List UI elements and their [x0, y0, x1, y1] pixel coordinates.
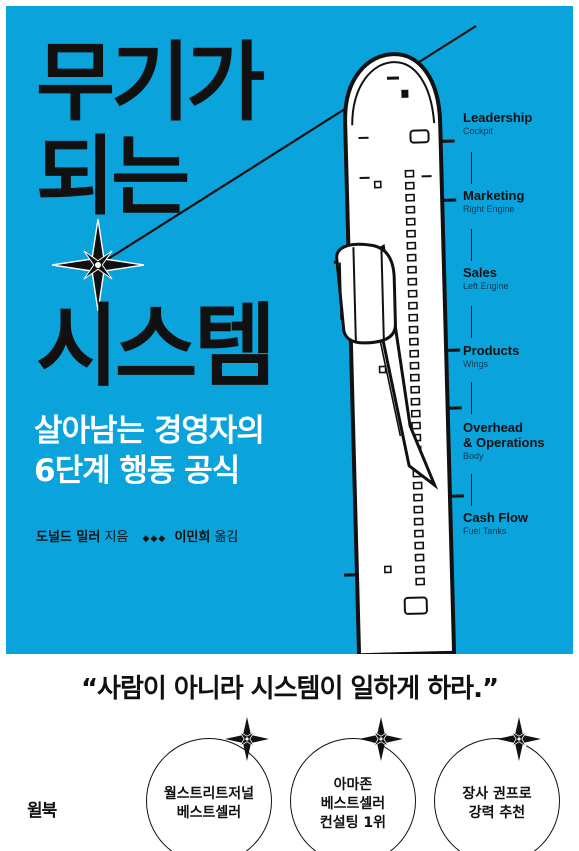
component-sales: Sales Left Engine [463, 265, 509, 292]
component-title: Sales [463, 265, 497, 280]
connector-line [471, 306, 472, 338]
publisher-logo: 윌북 [27, 801, 57, 821]
book-title-line-3: 시스템 [36, 294, 276, 399]
component-overhead-operations: Overhead & Operations Body [463, 420, 545, 462]
badge-text: 장사 권프로 강력 추천 [462, 786, 532, 821]
book-subtitle-line-1: 살아남는 경영자의 [34, 413, 265, 449]
badge-recommendation: 장사 권프로 강력 추천 [434, 738, 560, 851]
credits: 도널드 밀러 지음 ◆◆◆ 이민희 옮김 [36, 526, 238, 545]
connector-line [471, 382, 472, 414]
component-products: Products Wings [463, 343, 519, 370]
component-subtitle: Cockpit [463, 126, 494, 136]
author-name: 도널드 밀러 [36, 530, 101, 545]
connector-line [471, 474, 472, 506]
component-cash-flow: Cash Flow Fuel Tanks [463, 510, 528, 537]
component-title: Cash Flow [463, 510, 529, 525]
component-title: Leadership [463, 110, 533, 125]
component-marketing: Marketing Right Engine [463, 188, 524, 215]
translator-role: 옮김 [214, 530, 239, 545]
component-title: Overhead [463, 420, 523, 435]
cover-top-panel: 무기가 되는 시스템 살아남는 경영자의 6단계 행동 공식 도널드 밀러 지음… [6, 6, 573, 654]
component-title-cont: & Operations [463, 435, 545, 450]
book-title-line-1: 무기가 [36, 33, 265, 133]
component-subtitle: Right Engine [463, 204, 515, 214]
compass-star-icon [225, 717, 269, 761]
component-subtitle: Fuel Tanks [463, 526, 507, 536]
component-title: Products [463, 343, 520, 358]
badge-amazon-bestseller: 아마존 베스트셀러 컨설팅 1위 [290, 738, 416, 851]
badge-text: 아마존 베스트셀러 컨설팅 1위 [319, 776, 387, 831]
compass-star-icon [51, 218, 145, 312]
airplane-illustration [51, 25, 477, 654]
connector-line [471, 152, 472, 184]
credit-separator: ◆◆◆ [142, 534, 167, 544]
translator-name: 이민희 [174, 530, 211, 545]
compass-star-icon [359, 717, 403, 761]
component-subtitle: Body [463, 451, 484, 461]
badge-wsj-bestseller: 월스트리트저널 베스트셀러 [146, 738, 272, 851]
component-subtitle: Left Engine [463, 281, 509, 291]
compass-star-icon [497, 717, 541, 761]
connector-line [471, 229, 472, 261]
component-title: Marketing [463, 188, 525, 203]
book-title-line-2: 되는 [36, 127, 190, 227]
cover-quote: “사람이 아니라 시스템이 일하게 하라.” [80, 674, 499, 704]
airplane-body [333, 52, 464, 654]
badge-text: 월스트리트저널 베스트셀러 [163, 786, 255, 821]
author-role: 지음 [104, 530, 129, 545]
book-subtitle-line-2: 6단계 행동 공식 [34, 453, 240, 489]
component-leadership: Leadership Cockpit [463, 110, 532, 137]
component-subtitle: Wings [463, 359, 489, 369]
